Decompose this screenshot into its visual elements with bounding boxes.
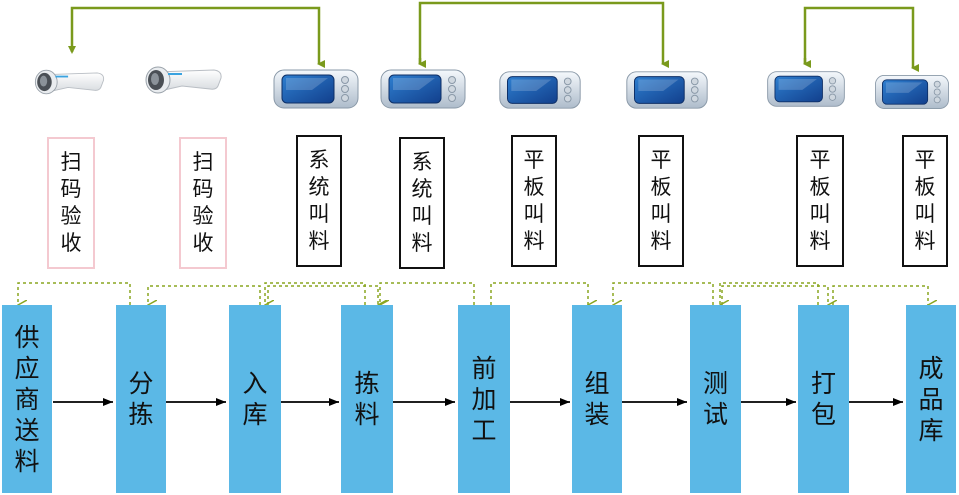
process-stage-char: 加 — [471, 384, 497, 414]
process-stage-char: 工 — [471, 415, 497, 445]
step-label-char: 平 — [914, 148, 936, 172]
step-label-char: 系 — [308, 148, 330, 172]
step-label-box: 扫码验收 — [179, 137, 227, 269]
step-label-char: 叫 — [650, 202, 672, 226]
step-label-char: 扫 — [192, 150, 214, 174]
process-stage-char: 打 — [810, 369, 836, 398]
process-stage: 供应商送料 — [2, 305, 52, 493]
top-loop-connector-3 — [803, 6, 919, 72]
tablet-icon — [378, 66, 468, 116]
step-label-char: 收 — [192, 231, 214, 255]
process-stage-char: 料 — [14, 446, 40, 476]
step-label-char: 系 — [411, 150, 433, 174]
step-label-box: 平板叫料 — [796, 135, 844, 267]
process-stage: 分拣 — [116, 305, 166, 493]
step-label-char: 平 — [809, 148, 831, 172]
step-label-char: 平 — [650, 148, 672, 172]
tablet-icon — [868, 72, 956, 116]
process-stage: 组装 — [572, 305, 622, 493]
step-label-char: 码 — [192, 177, 214, 201]
step-label-char: 料 — [650, 229, 672, 253]
step-label-char: 统 — [308, 175, 330, 199]
process-stage-char: 前 — [471, 353, 497, 383]
step-label-char: 平 — [523, 148, 545, 172]
process-stage-char: 料 — [354, 400, 380, 429]
process-stage-char: 入 — [242, 369, 268, 398]
step-label-char: 叫 — [411, 204, 433, 228]
step-label-char: 收 — [60, 231, 82, 255]
step-label-char: 统 — [411, 177, 433, 201]
top-loop-connector-2 — [418, 1, 669, 68]
process-stage-char: 装 — [584, 400, 610, 429]
step-label-char: 验 — [192, 204, 214, 228]
step-label-box: 平板叫料 — [511, 135, 557, 267]
process-stage-char: 拣 — [128, 400, 154, 429]
process-stage: 打包 — [798, 305, 849, 493]
process-stage: 入库 — [229, 305, 281, 493]
process-stage-char: 包 — [810, 400, 836, 429]
step-label-char: 扫 — [60, 150, 82, 174]
process-stage-char: 供 — [14, 322, 40, 352]
process-stage-char: 测 — [702, 369, 728, 398]
step-label-char: 叫 — [809, 202, 831, 226]
step-label-char: 叫 — [308, 202, 330, 226]
process-stage-char: 分 — [128, 369, 154, 398]
step-label-char: 料 — [308, 229, 330, 253]
tablet-icon — [496, 68, 584, 116]
barcode-scanner-icon — [28, 62, 110, 106]
step-label-char: 料 — [411, 231, 433, 255]
process-stage-char: 库 — [242, 400, 268, 429]
tablet-icon — [762, 68, 850, 114]
step-label-box: 系统叫料 — [296, 135, 342, 267]
step-label-char: 板 — [650, 175, 672, 199]
process-stage-char: 组 — [584, 369, 610, 398]
process-stage: 前加工 — [458, 305, 510, 493]
process-stage-char: 商 — [14, 384, 40, 414]
step-label-char: 叫 — [914, 202, 936, 226]
dotted-connectors — [18, 282, 928, 305]
step-label-char: 板 — [809, 175, 831, 199]
process-stage-char: 拣 — [354, 369, 380, 398]
process-stage-char: 送 — [14, 415, 40, 445]
step-label-char: 码 — [60, 177, 82, 201]
barcode-scanner-icon — [142, 58, 224, 106]
process-stage-char: 品 — [918, 384, 944, 414]
step-label-box: 平板叫料 — [638, 135, 684, 267]
step-label-char: 板 — [914, 175, 936, 199]
step-label-box: 平板叫料 — [902, 135, 948, 267]
step-label-char: 板 — [523, 175, 545, 199]
top-loop-connector-1 — [70, 6, 325, 68]
process-stage-char: 应 — [14, 353, 40, 383]
tablet-icon — [272, 66, 360, 116]
step-label-box: 系统叫料 — [399, 137, 445, 269]
step-label-char: 叫 — [523, 202, 545, 226]
step-label-char: 料 — [523, 229, 545, 253]
step-label-char: 验 — [60, 204, 82, 228]
process-stage: 拣料 — [341, 305, 393, 493]
process-stage-char: 成 — [918, 353, 944, 383]
process-stage: 测试 — [690, 305, 741, 493]
tablet-icon — [622, 68, 712, 116]
process-stage-char: 库 — [918, 415, 944, 445]
step-label-char: 料 — [914, 229, 936, 253]
process-stage: 成品库 — [906, 305, 956, 493]
step-label-char: 料 — [809, 229, 831, 253]
step-label-box: 扫码验收 — [47, 137, 95, 269]
process-stage-char: 试 — [702, 400, 728, 429]
